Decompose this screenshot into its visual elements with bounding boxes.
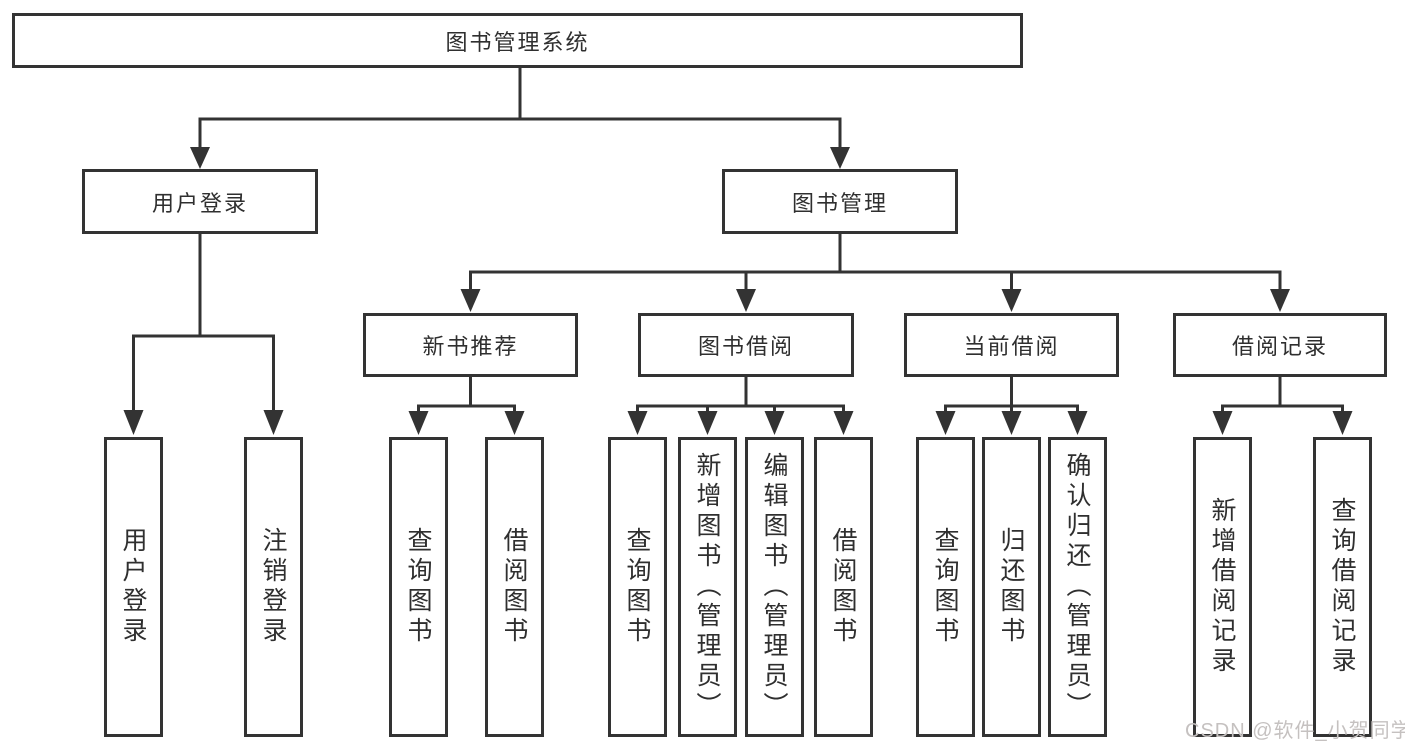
node-query-borrow-record: 查询借阅记录 [1313,437,1372,737]
edge-login-split [132,232,275,413]
node-current-borrowing: 当前借阅 [904,313,1119,377]
node-borrowing-records: 借阅记录 [1173,313,1387,377]
node-borrow-books-leaf: 借阅图书 [814,437,873,737]
node-book-borrowing: 图书借阅 [638,313,854,377]
node-query-books-borrow: 查询图书 [608,437,667,737]
node-confirm-return-admin: 确认归还（管理员） [1048,437,1107,737]
node-return-books: 归还图书 [982,437,1041,737]
node-add-books-admin: 新增图书（管理员） [678,437,737,737]
edge-mgmt-split [469,232,1282,292]
node-query-books-current: 查询图书 [916,437,975,737]
node-query-books-recommend: 查询图书 [389,437,448,737]
node-user-login-leaf: 用户登录 [104,437,163,737]
edge-records-split [1221,375,1344,414]
node-library-management-system: 图书管理系统 [12,13,1023,68]
edge-root-split [198,66,842,149]
csdn-watermark: CSDN @软件_小贺同学 [1185,720,1405,742]
node-borrow-books-recommend: 借阅图书 [485,437,544,737]
node-edit-books-admin: 编辑图书（管理员） [745,437,804,737]
edge-borrow-split [636,375,845,414]
node-add-borrow-record: 新增借阅记录 [1193,437,1252,737]
node-user-login: 用户登录 [82,169,318,234]
node-logout: 注销登录 [244,437,303,737]
edge-current-split [944,375,1079,414]
node-new-book-recommendation: 新书推荐 [363,313,578,377]
node-book-management: 图书管理 [722,169,958,234]
edge-newbook-split [417,375,516,414]
